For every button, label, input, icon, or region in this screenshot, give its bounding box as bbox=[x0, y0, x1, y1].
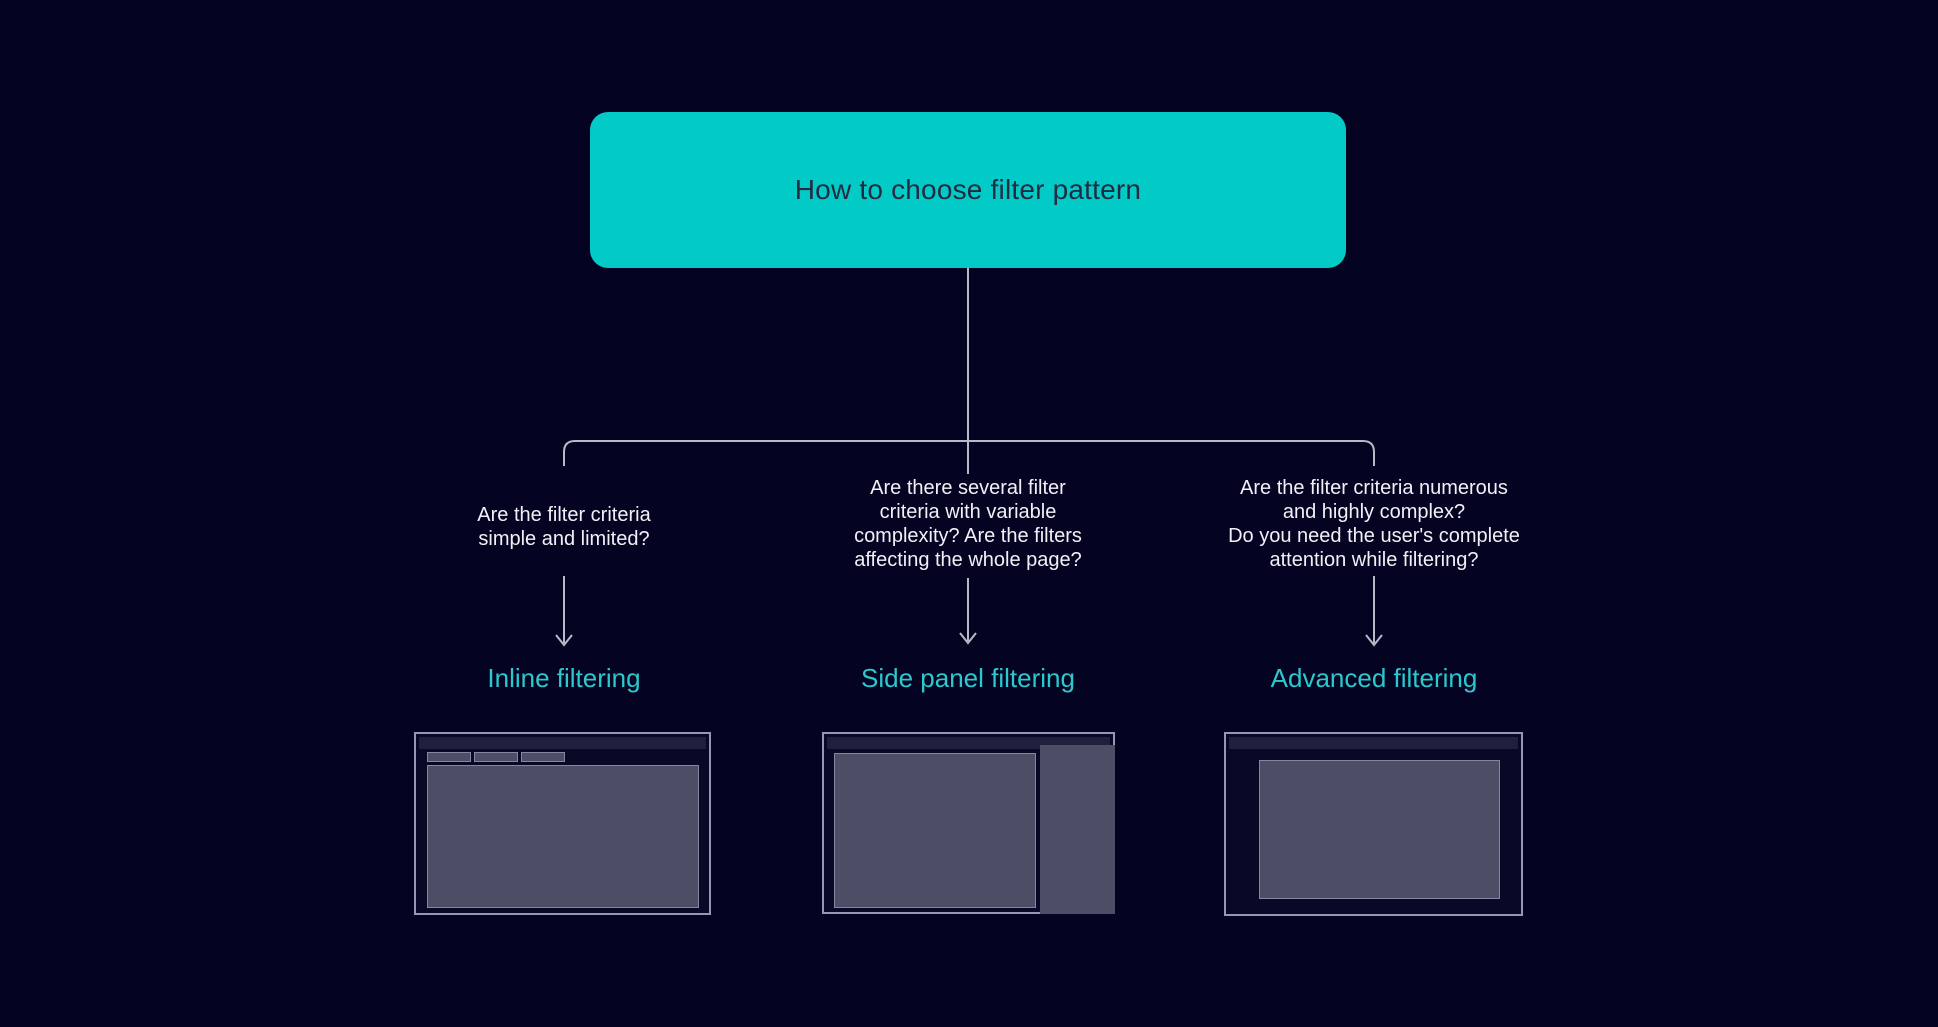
wireframe-content-area bbox=[834, 753, 1036, 908]
connector-branch-bracket bbox=[563, 440, 1375, 466]
branch-label-inline: Inline filtering bbox=[487, 663, 641, 693]
arrow-down-icon-right bbox=[1365, 576, 1383, 647]
root-node: How to choose filter pattern bbox=[590, 112, 1346, 268]
question-line: simple and limited? bbox=[478, 528, 650, 550]
branch-label-advanced: Advanced filtering bbox=[1270, 663, 1478, 693]
filter-chip bbox=[521, 752, 565, 762]
filter-chip bbox=[474, 752, 518, 762]
question-line: and highly complex? bbox=[1282, 501, 1466, 523]
question-line: affecting the whole page? bbox=[854, 549, 1082, 571]
inline-filtering-wireframe bbox=[414, 732, 711, 915]
wireframe-side-panel bbox=[1040, 745, 1115, 914]
advanced-filtering-wireframe bbox=[1224, 732, 1523, 916]
question-line: Are the filter criteria numerous bbox=[1240, 477, 1508, 499]
question-line: Are there several filter bbox=[870, 477, 1066, 499]
wireframe-modal-dialog bbox=[1259, 760, 1500, 899]
question-line: Do you need the user's complete bbox=[1228, 525, 1520, 547]
filter-chip bbox=[427, 752, 471, 762]
branch-question-inline: Are the filter criteria simple and limit… bbox=[374, 503, 754, 551]
question-line: criteria with variable bbox=[879, 501, 1057, 523]
wireframe-header-bar bbox=[419, 737, 706, 749]
branch-question-advanced: Are the filter criteria numerous and hig… bbox=[1184, 476, 1564, 572]
question-line: Are the filter criteria bbox=[477, 504, 651, 526]
side-panel-filtering-wireframe bbox=[822, 732, 1115, 914]
branch-question-side-panel: Are there several filter criteria with v… bbox=[778, 476, 1158, 572]
wireframe-header-bar bbox=[827, 737, 1110, 749]
question-line: attention while filtering? bbox=[1269, 549, 1479, 571]
arrow-down-icon-left bbox=[555, 576, 573, 647]
wireframe-header-bar bbox=[1229, 737, 1518, 749]
wireframe-content-area bbox=[427, 765, 699, 908]
arrow-down-icon-middle bbox=[959, 578, 977, 645]
branch-label-side-panel: Side panel filtering bbox=[861, 663, 1075, 693]
question-line: complexity? Are the filters bbox=[854, 525, 1082, 547]
root-title: How to choose filter pattern bbox=[794, 174, 1142, 205]
